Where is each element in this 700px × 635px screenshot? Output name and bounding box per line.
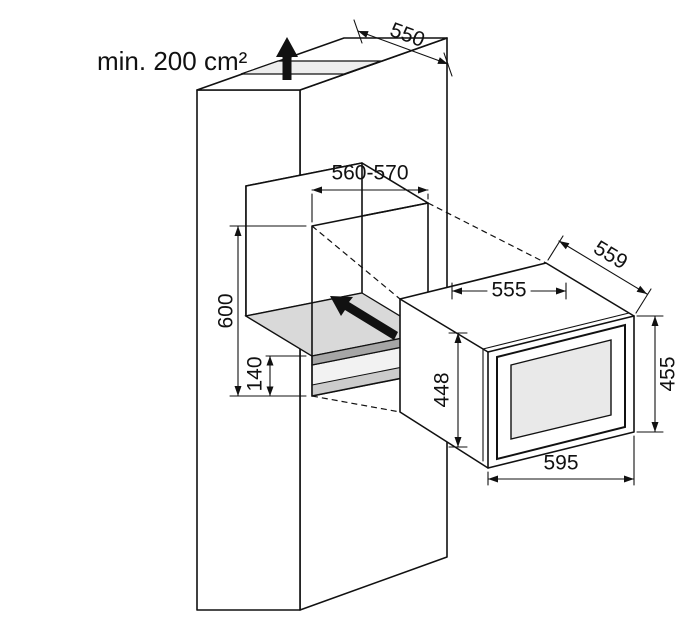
cabinet-side-face	[196, 89, 301, 611]
plinth-height-dim-label: 140	[244, 356, 267, 391]
dim-595: 595	[487, 435, 635, 486]
dim-550-line	[357, 30, 449, 65]
appliance-front-top-edge	[487, 315, 635, 353]
dim-559-ext-2	[635, 288, 652, 314]
niche-back-wall	[245, 162, 363, 317]
dim-559-ext-1	[547, 235, 564, 261]
niche-height-dim-label: 600	[215, 293, 238, 328]
dim-455: 455	[636, 315, 680, 433]
appliance-body-height-dim-label: 448	[431, 372, 454, 407]
niche-opening	[244, 162, 430, 397]
door-glass	[510, 339, 612, 440]
support-shelf	[244, 292, 430, 366]
top-vent-slot	[240, 60, 382, 75]
vent-arrow-icon	[276, 37, 298, 80]
projection-line-top-right	[427, 202, 547, 264]
appliance-width-dim-label: 555	[491, 279, 526, 302]
dim-600: 600	[215, 225, 307, 397]
dim-550-tick-2	[443, 52, 453, 77]
projection-line-bottom-left	[311, 395, 401, 413]
dim-140: 140	[244, 355, 307, 397]
appliance-depth-dim-label: 559	[590, 236, 632, 274]
dim-448: 448	[431, 332, 468, 448]
appliance-top-left-edge	[399, 298, 489, 353]
dim-555: 555	[451, 279, 567, 302]
niche-width-dim-label: 560-570	[331, 162, 408, 185]
insertion-arrow-icon	[330, 296, 398, 340]
dim-550-tick-1	[353, 19, 363, 44]
door-frame	[496, 323, 626, 461]
vent-area-label: min. 200 cm²	[97, 46, 248, 76]
dim-559-line	[558, 240, 648, 295]
dim-560-570: 560-570	[311, 162, 429, 223]
projection-line-top-left	[311, 225, 401, 300]
projection-dashed-lines	[311, 202, 547, 413]
door-thickness-top-line	[482, 312, 630, 350]
appliance-door	[482, 312, 630, 462]
appliance-front-height-dim-label: 455	[657, 356, 680, 391]
appliance-front-width-dim-label: 595	[543, 452, 578, 475]
